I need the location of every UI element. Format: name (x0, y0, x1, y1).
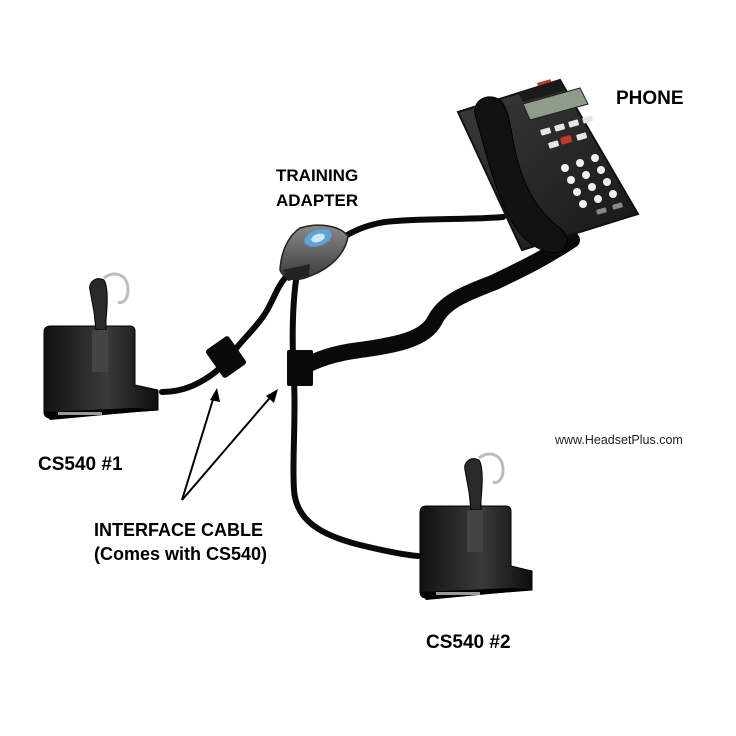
training-adapter-label-line1: TRAINING (276, 166, 359, 185)
cable-adapter-to-cs540-2 (289, 277, 421, 559)
arrow-to-connector-1 (181, 392, 216, 501)
training-adapter-label-line2: ADAPTER (276, 191, 359, 210)
desk-phone-icon (456, 78, 640, 254)
cs540-2-base-icon (419, 452, 533, 600)
arrow-to-connector-2 (181, 392, 275, 501)
handset-coiled-cord (294, 232, 580, 376)
arrowhead-1 (210, 388, 220, 402)
interface-cable-label-line2: (Comes with CS540) (94, 544, 268, 564)
arrowhead-2 (266, 389, 278, 403)
cable-phone-to-adapter (339, 214, 506, 241)
interface-connector-2 (287, 350, 313, 386)
training-adapter-icon (279, 224, 349, 281)
training-adapter-label: TRAINING ADAPTER (276, 163, 358, 213)
interface-connector-1 (205, 336, 247, 378)
interface-cable-label: INTERFACE CABLE (Comes with CS540) (94, 518, 267, 566)
cs540-2-label: CS540 #2 (426, 632, 511, 653)
interface-cable-arrows (181, 388, 278, 501)
website-watermark: www.HeadsetPlus.com (555, 433, 683, 447)
cables (159, 214, 580, 559)
cs540-1-label: CS540 #1 (38, 454, 123, 475)
interface-cable-label-line1: INTERFACE CABLE (94, 520, 264, 540)
cs540-1-base-icon (43, 272, 159, 420)
phone-label: PHONE (616, 88, 684, 109)
